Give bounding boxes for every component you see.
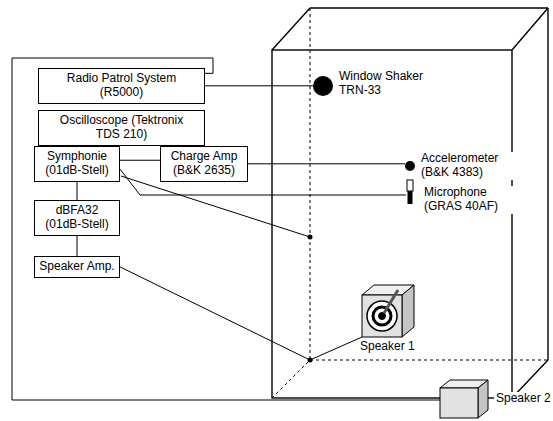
cabinet-front (440, 388, 478, 418)
symbol-outline (440, 380, 488, 418)
signal-wire (77, 236, 78, 256)
sensor-dot (405, 161, 415, 171)
signal-wire (205, 85, 313, 86)
symbol-outline (405, 161, 415, 171)
speaker-ring (373, 307, 391, 325)
box-label: Charge Amp (B&K 2635) (164, 150, 244, 178)
device-box: Speaker Amp. (34, 256, 120, 278)
cabinet-side (478, 380, 488, 418)
signal-wire (120, 160, 160, 161)
mic-capsule (407, 180, 413, 191)
part-label: Microphone (GRAS 40AF) (422, 186, 516, 214)
signal-wire (248, 163, 405, 164)
room-edge (512, 8, 548, 50)
device-box: Oscilloscope (Tektronix TDS 210) (38, 110, 205, 146)
measurement-point (308, 235, 313, 240)
part-label: Speaker 1 (358, 340, 417, 354)
microphone-symbol: Microphone (GRAS 40AF) (406, 180, 414, 204)
hidden-edge (310, 360, 548, 361)
part-label: Accelerometer (B&K 4383) (419, 152, 513, 180)
room-edge (547, 8, 548, 360)
box-label: dBFA32 (01dB-Stell) (38, 204, 116, 232)
device-box: Charge Amp (B&K 2635) (160, 146, 248, 182)
hidden-edge (310, 8, 311, 360)
symbol-outline (313, 76, 333, 96)
symbol-outline (362, 285, 414, 337)
speaker-symbol: Speaker 1 (362, 285, 414, 337)
signal-wire (120, 267, 362, 360)
sensor-symbol: Accelerometer (B&K 4383) (405, 161, 415, 171)
speaker-symbol: Speaker 2 (440, 380, 488, 418)
box-label: Symphonie (01dB-Stell) (38, 150, 116, 178)
speaker-cone (367, 301, 397, 331)
room-edge (310, 7, 548, 8)
room-front-face (272, 50, 512, 398)
connector-layer (12, 58, 440, 400)
signal-wire (121, 176, 310, 237)
signal-wire (12, 58, 440, 400)
cabinet-front (362, 295, 402, 337)
part-label: Window Shaker TRN-33 (337, 70, 441, 98)
room-edge (272, 8, 310, 50)
box-label: Oscilloscope (Tektronix TDS 210) (60, 114, 184, 142)
speaker-cap (379, 313, 386, 320)
signal-wire (77, 182, 78, 200)
device-box: Radio Patrol System (R5000) (38, 68, 205, 104)
device-box: dBFA32 (01dB-Stell) (34, 200, 120, 236)
box-label: Speaker Amp. (38, 260, 116, 274)
part-label: Speaker 2 (494, 392, 553, 406)
test-room (272, 8, 548, 398)
device-box: Symphonie (01dB-Stell) (34, 146, 120, 182)
speaker-cabinet (362, 285, 414, 337)
hidden-edge (272, 360, 310, 398)
sensor-dot (313, 76, 333, 96)
mic-body (408, 191, 413, 204)
cabinet-side (402, 285, 414, 337)
box-label: Radio Patrol System (R5000) (60, 72, 184, 100)
sensor-symbol: Window Shaker TRN-33 (313, 76, 333, 96)
symbol-outline (406, 180, 414, 204)
mic-stand (384, 290, 398, 313)
speaker-cabinet (440, 380, 488, 418)
